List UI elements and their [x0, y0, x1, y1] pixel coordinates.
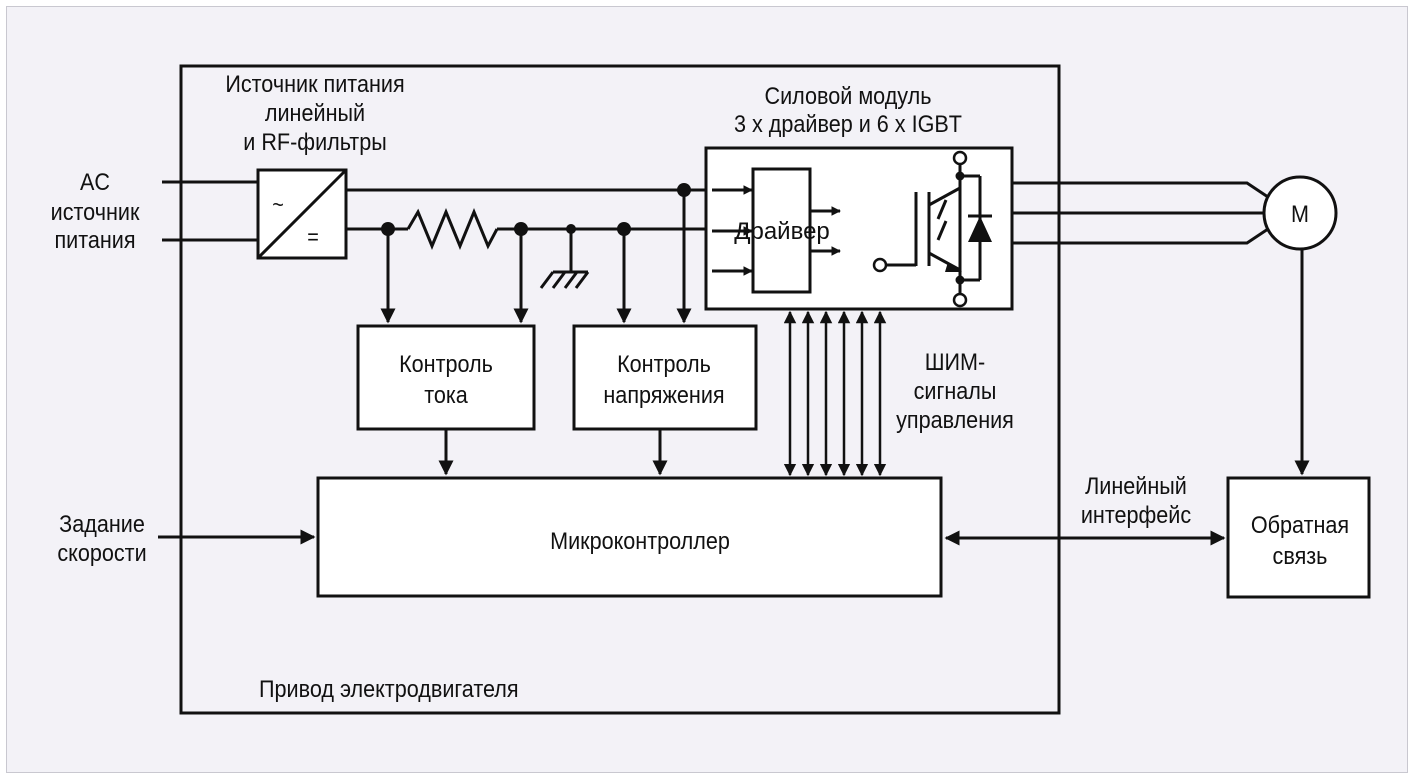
microcontroller-label: Микроконтроллер: [550, 527, 730, 554]
converter-ac-symbol: ~: [272, 193, 284, 217]
feedback-block: [1226, 476, 1371, 599]
voltage-control-label-2: напряжения: [603, 381, 724, 408]
motor-label: M: [1291, 200, 1309, 227]
power-module-label-2: 3 х драйвер и 6 х IGBT: [734, 110, 962, 137]
driver-block: [751, 167, 812, 294]
motor-drive-boundary: [179, 64, 1061, 715]
shunt-resistor: [406, 208, 499, 250]
pwm-label-2: сигналы: [914, 377, 997, 404]
motor-drive-label: Привод электродвигателя: [259, 675, 519, 702]
speed-setpoint-label-2: скорости: [57, 539, 146, 566]
pwm-label-1: ШИМ-: [925, 348, 986, 375]
microcontroller-block: [316, 476, 943, 598]
pwm-label-3: управления: [896, 406, 1014, 433]
ground-hatch: [551, 271, 567, 289]
feedback-label-1: Обратная: [1251, 511, 1349, 538]
ac-source-label-1: AC: [80, 168, 110, 195]
motor-phase-line: [1012, 227, 1269, 245]
motor-phase-line: [1012, 181, 1269, 199]
current-control-block: [356, 324, 536, 431]
ground-hatch: [574, 271, 590, 289]
power-supply-label-1: Источник питания: [225, 70, 404, 97]
power-supply-label-3: и RF-фильтры: [243, 128, 386, 155]
motor-symbol: [1262, 175, 1338, 251]
converter-diagonal: [256, 168, 348, 260]
line-interface-label-1: Линейный: [1085, 472, 1187, 499]
speed-setpoint-label-1: Задание: [59, 510, 145, 537]
feedback-label-2: связь: [1273, 542, 1328, 569]
line-interface-label-2: интерфейс: [1081, 501, 1191, 528]
igbt-symbol: [872, 150, 992, 308]
power-supply-label-2: линейный: [265, 99, 365, 126]
voltage-control-block: [572, 324, 758, 431]
pwm-signal-lines: [783, 310, 887, 477]
ac-source-label-2: источник: [51, 198, 141, 225]
ac-source-label-3: питания: [54, 226, 135, 253]
converter-dc-symbol: =: [307, 225, 319, 249]
current-control-label-2: тока: [424, 381, 468, 408]
power-module-label-1: Силовой модуль: [765, 82, 932, 109]
ground-hatch: [539, 271, 555, 289]
voltage-control-label-1: Контроль: [617, 350, 711, 377]
current-control-label-1: Контроль: [399, 350, 493, 377]
ground-hatch: [563, 271, 579, 289]
